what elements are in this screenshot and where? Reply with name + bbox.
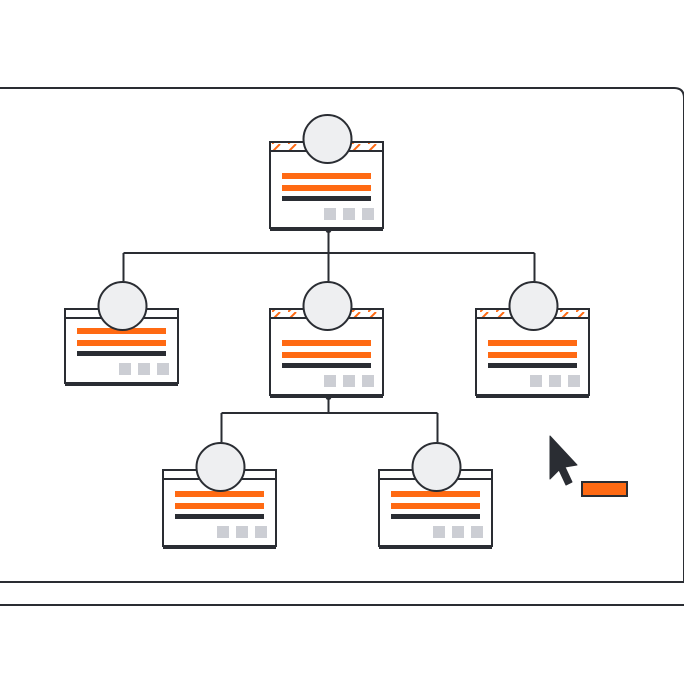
- detail-bar: [77, 351, 166, 356]
- action-square[interactable]: [568, 375, 580, 387]
- action-square[interactable]: [255, 526, 267, 538]
- org-node-root[interactable]: [269, 114, 384, 231]
- action-square[interactable]: [471, 526, 483, 538]
- avatar-icon: [302, 114, 353, 164]
- action-square[interactable]: [549, 375, 561, 387]
- name-bar: [391, 491, 480, 497]
- avatar-icon: [508, 281, 559, 331]
- name-bar: [282, 340, 371, 346]
- action-square[interactable]: [157, 363, 169, 375]
- org-node-grandchild-left[interactable]: [162, 442, 277, 549]
- action-square[interactable]: [119, 363, 131, 375]
- action-square[interactable]: [452, 526, 464, 538]
- org-node-child-left[interactable]: [64, 281, 179, 386]
- avatar-icon: [195, 442, 246, 492]
- org-node-child-middle[interactable]: [269, 281, 384, 398]
- avatar-icon: [302, 281, 353, 331]
- detail-bar: [282, 363, 371, 368]
- action-square[interactable]: [217, 526, 229, 538]
- title-bar: [282, 185, 371, 191]
- action-square[interactable]: [362, 208, 374, 220]
- action-square[interactable]: [530, 375, 542, 387]
- action-square[interactable]: [343, 375, 355, 387]
- org-node-grandchild-right[interactable]: [378, 442, 493, 549]
- title-bar: [175, 503, 264, 509]
- name-bar: [488, 340, 577, 346]
- title-bar: [488, 352, 577, 358]
- title-bar: [282, 352, 371, 358]
- avatar-icon: [411, 442, 462, 492]
- title-bar: [391, 503, 480, 509]
- arrow-cursor-icon: [549, 435, 578, 486]
- name-bar: [175, 491, 264, 497]
- org-nodes: [64, 114, 590, 549]
- detail-bar: [391, 514, 480, 519]
- detail-bar: [282, 196, 371, 201]
- action-square[interactable]: [324, 208, 336, 220]
- name-bar: [77, 328, 166, 334]
- org-node-child-right[interactable]: [475, 281, 590, 398]
- title-bar: [77, 340, 166, 346]
- detail-bar: [488, 363, 577, 368]
- name-bar: [282, 173, 371, 179]
- accent-dash[interactable]: [581, 481, 628, 497]
- action-square[interactable]: [433, 526, 445, 538]
- detail-bar: [175, 514, 264, 519]
- action-square[interactable]: [138, 363, 150, 375]
- action-square[interactable]: [236, 526, 248, 538]
- action-square[interactable]: [362, 375, 374, 387]
- action-square[interactable]: [324, 375, 336, 387]
- action-square[interactable]: [343, 208, 355, 220]
- connector-lines: [122, 227, 536, 442]
- avatar-icon: [97, 281, 148, 331]
